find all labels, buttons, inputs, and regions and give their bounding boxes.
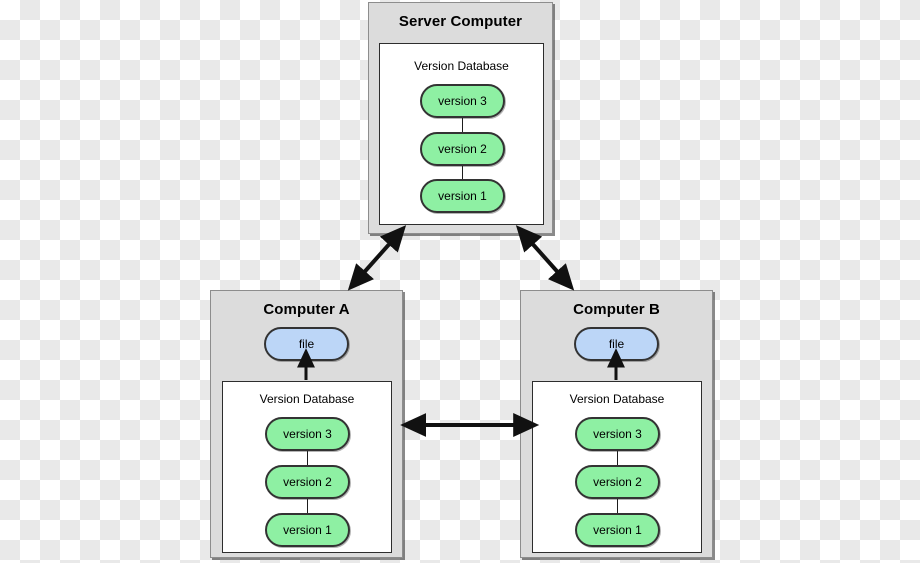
- computer-a-version-link-2-1: [307, 499, 308, 515]
- arrow-server-to-computer-a: [347, 225, 407, 291]
- server-version-link-3-2: [462, 118, 463, 134]
- computer-a-version-3-pill[interactable]: version 3: [265, 417, 350, 451]
- computer-a-file-pill[interactable]: file: [264, 327, 349, 361]
- computer-b-version-3-label: version 3: [593, 427, 642, 441]
- computer-b-version-1-pill[interactable]: version 1: [575, 513, 660, 547]
- computer-b-version-3-pill[interactable]: version 3: [575, 417, 660, 451]
- server-version-database-title: Version Database: [414, 59, 509, 73]
- computer-a-version-3-label: version 3: [283, 427, 332, 441]
- computer-b-panel: Computer B file Version Database version…: [520, 290, 713, 558]
- computer-a-title: Computer A: [263, 301, 350, 318]
- computer-b-version-2-pill[interactable]: version 2: [575, 465, 660, 499]
- computer-a-version-1-label: version 1: [283, 523, 332, 537]
- server-version-link-2-1: [462, 165, 463, 181]
- computer-b-version-link-2-1: [617, 499, 618, 515]
- computer-a-version-2-label: version 2: [283, 475, 332, 489]
- computer-b-version-database-box: Version Database version 3 version 2 ver…: [532, 381, 702, 553]
- computer-b-version-1-label: version 1: [593, 523, 642, 537]
- server-version-2-label: version 2: [438, 142, 487, 156]
- computer-b-title: Computer B: [573, 301, 660, 318]
- computer-b-file-pill[interactable]: file: [574, 327, 659, 361]
- computer-b-file-label: file: [608, 337, 625, 351]
- computer-a-version-database-title: Version Database: [259, 392, 355, 406]
- computer-b-version-link-3-2: [617, 451, 618, 467]
- computer-a-version-link-3-2: [307, 451, 308, 467]
- server-version-database-box: Version Database version 3 version 2 ver…: [379, 43, 544, 225]
- computer-a-version-2-pill[interactable]: version 2: [265, 465, 350, 499]
- computer-a-version-1-pill[interactable]: version 1: [265, 513, 350, 547]
- computer-a-panel: Computer A file Version Database version…: [210, 290, 403, 558]
- arrow-server-to-computer-b: [515, 225, 575, 291]
- computer-b-version-database-title: Version Database: [569, 392, 665, 406]
- computer-a-file-label: file: [298, 337, 315, 351]
- computer-b-version-2-label: version 2: [593, 475, 642, 489]
- computer-a-version-database-box: Version Database version 3 version 2 ver…: [222, 381, 392, 553]
- server-version-1-label: version 1: [438, 189, 487, 203]
- server-computer-panel: Server Computer Version Database version…: [368, 2, 553, 234]
- server-version-2-pill[interactable]: version 2: [420, 132, 505, 166]
- server-version-1-pill[interactable]: version 1: [420, 179, 505, 213]
- server-version-3-label: version 3: [438, 94, 487, 108]
- server-computer-title: Server Computer: [398, 13, 523, 30]
- server-version-3-pill[interactable]: version 3: [420, 84, 505, 118]
